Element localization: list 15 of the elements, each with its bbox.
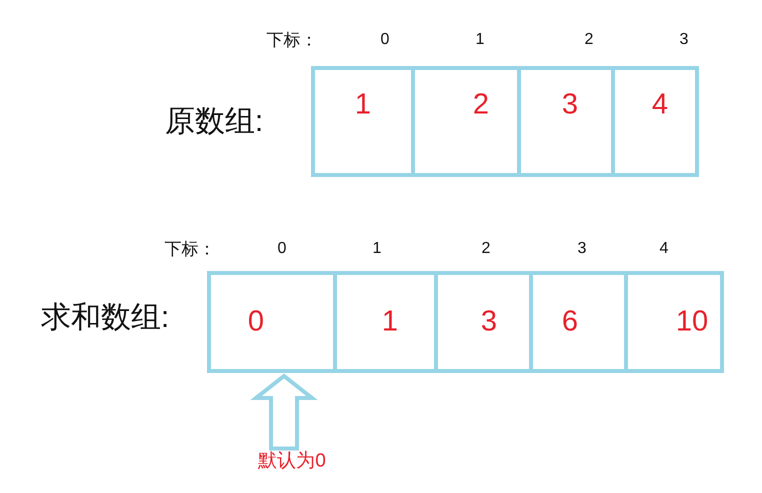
index-number: 2: [482, 241, 490, 257]
index-heading: 下标：: [266, 32, 318, 48]
block-arrow: [250, 373, 318, 450]
index-number: 0: [380, 32, 390, 48]
index-number: 3: [578, 241, 586, 257]
index-number: 0: [278, 241, 286, 257]
index-number: 1: [372, 241, 382, 257]
index-number: 3: [680, 32, 688, 48]
array-label: 求和数组:: [40, 303, 170, 333]
index-heading: 下标：: [164, 240, 216, 258]
index-number: 4: [660, 241, 668, 257]
index-number: 1: [476, 32, 484, 48]
note-text: 默认为0: [258, 452, 326, 470]
array-label: 原数组:: [164, 107, 264, 137]
index-number: 2: [584, 32, 594, 48]
